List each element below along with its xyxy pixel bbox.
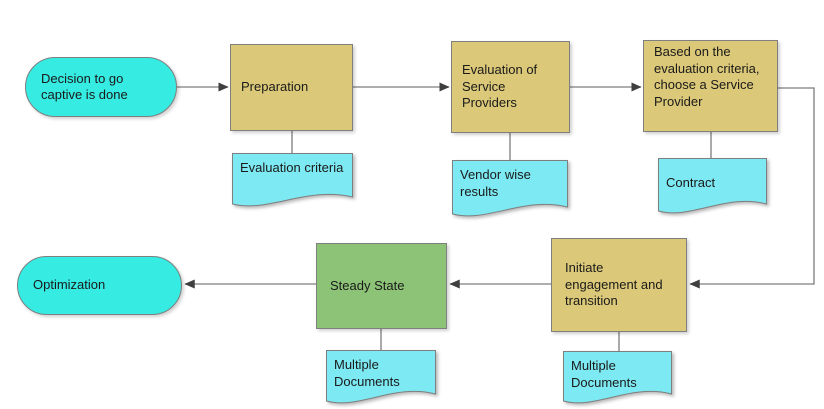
document-shape (326, 350, 436, 404)
document-shape (563, 351, 672, 404)
document-outline (658, 158, 767, 214)
node-label: Contract (666, 175, 716, 190)
process-steady-state: Steady State (316, 243, 447, 329)
node-label: Multiple Documents (571, 358, 637, 390)
document-shape (452, 160, 568, 217)
document-outline (326, 350, 436, 404)
node-label: Multiple Documents (334, 357, 400, 389)
node-label: Based on the evaluation criteria, choose… (654, 44, 760, 109)
document-multiple-documents-steady-state: Multiple Documents (326, 350, 436, 409)
process-evaluation-of-service-providers: Evaluation of Service Providers (451, 41, 570, 133)
node-label: Steady State (330, 277, 405, 293)
document-vendor-wise-results: Vendor wise results (452, 160, 568, 224)
process-choose-service-provider: Based on the evaluation criteria, choose… (643, 40, 778, 132)
document-outline (452, 160, 568, 217)
document-shape (658, 158, 767, 214)
process-initiate-engagement-and-transition: Initiate engagement and transition (551, 238, 687, 332)
node-label: Preparation (241, 79, 309, 95)
connector-choose-to-initiate (689, 87, 815, 289)
node-label: Evaluation of Service Providers (462, 62, 538, 111)
node-label: Optimization (33, 277, 106, 293)
node-label: Initiate engagement and transition (565, 260, 663, 309)
node-label: Decision to go captive is done (41, 70, 128, 103)
document-outline (232, 153, 353, 207)
node-label: Vendor wise results (460, 167, 531, 199)
terminator-optimization: Optimization (17, 256, 182, 315)
document-evaluation-criteria: Evaluation criteria (232, 153, 353, 214)
document-shape (232, 153, 353, 207)
document-outline (563, 351, 672, 404)
document-multiple-documents-initiate: Multiple Documents (563, 351, 672, 409)
terminator-decision-to-go-captive: Decision to go captive is done (25, 57, 177, 117)
node-label: Evaluation criteria (240, 160, 344, 175)
process-preparation: Preparation (230, 44, 353, 131)
document-contract: Contract (658, 158, 767, 221)
